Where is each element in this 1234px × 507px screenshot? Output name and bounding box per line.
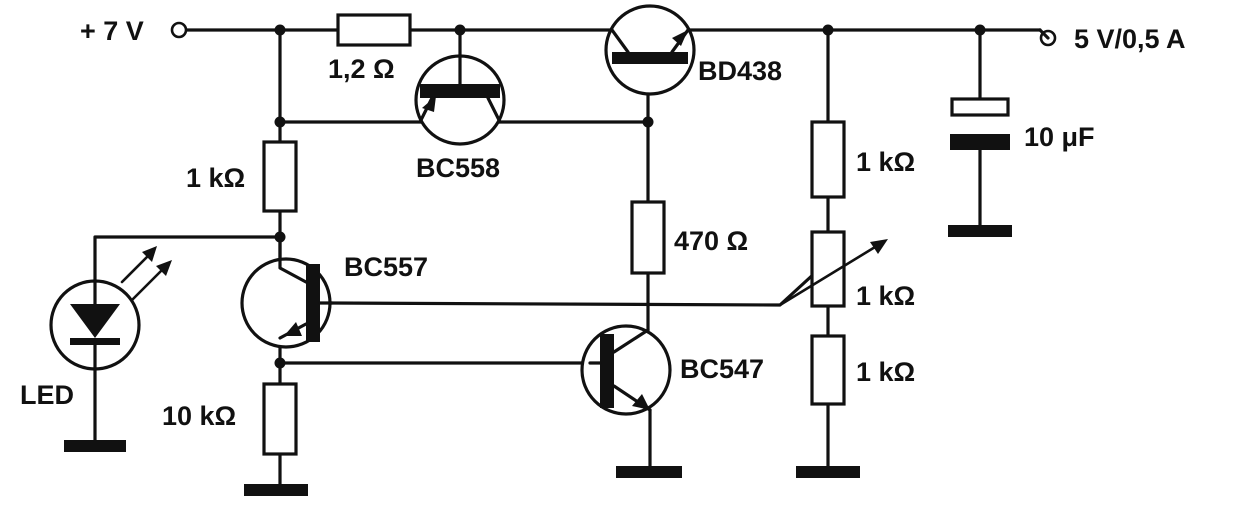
capacitor (950, 97, 1010, 150)
resistor-divider-top-label: 1 kΩ (856, 147, 915, 177)
transistor-bd438 (604, 4, 696, 96)
transistor-bc558-label: BC558 (416, 153, 500, 183)
transistor-bc557 (240, 235, 334, 349)
led-label: LED (20, 380, 74, 410)
resistor-base-pnp (262, 140, 298, 213)
wires (93, 28, 1042, 486)
led-diode (49, 246, 172, 371)
resistor-emitter-label: 10 kΩ (162, 401, 236, 431)
potentiometer-arrow (778, 239, 888, 307)
transistor-bc547 (580, 324, 672, 416)
resistor-divider-bottom-label: 1 kΩ (856, 357, 915, 387)
resistor-emitter (262, 382, 298, 456)
resistor-sense (336, 13, 412, 47)
output-label: 5 V/0,5 A (1074, 24, 1186, 54)
capacitor-label: 10 μF (1024, 122, 1095, 152)
transistor-bc547-label: BC547 (680, 354, 764, 384)
resistor-base-pnp-label: 1 kΩ (186, 163, 245, 193)
resistor-potentiometer-label: 1 kΩ (856, 281, 915, 311)
transistor-bd438-label: BD438 (698, 56, 782, 86)
resistor-sense-label: 1,2 Ω (328, 54, 395, 84)
transistor-bc558 (414, 54, 506, 146)
input-terminal (170, 21, 188, 39)
resistor-collector (630, 200, 666, 275)
resistor-collector-label: 470 Ω (674, 226, 748, 256)
ground-symbols (64, 225, 1012, 496)
input-voltage-label: + 7 V (80, 16, 144, 46)
transistor-bc557-label: BC557 (344, 252, 428, 282)
resistor-divider-bottom (810, 334, 846, 406)
resistor-divider-top (810, 120, 846, 199)
output-lead (1038, 28, 1050, 40)
